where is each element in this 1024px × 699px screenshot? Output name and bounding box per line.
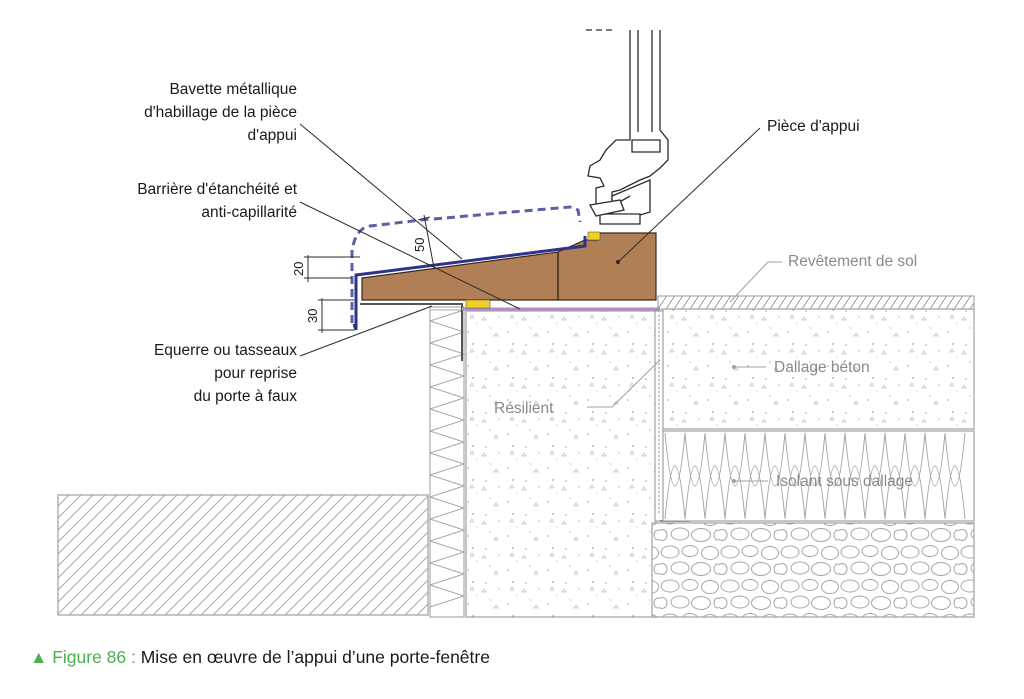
leader-resilient bbox=[587, 359, 661, 408]
left-ground bbox=[57, 494, 429, 616]
gravel-bed bbox=[651, 522, 975, 618]
wall-insulation bbox=[428, 306, 466, 618]
label-barriere: Barrière d'étanchéité et anti-capillarit… bbox=[137, 181, 297, 221]
label-resilient: Résilient bbox=[494, 400, 554, 417]
label-bavette: Bavette métallique d'habillage de la piè… bbox=[144, 81, 297, 144]
dim-30: 30 bbox=[305, 309, 320, 323]
leader-equerre bbox=[299, 305, 433, 357]
caption-title: Mise en œuvre de l’appui d’une porte-fen… bbox=[140, 647, 490, 667]
svg-text:Bavette métallique: Bavette métallique bbox=[169, 81, 297, 98]
dimension-lines bbox=[304, 214, 435, 333]
svg-text:d'habillage de la pièce: d'habillage de la pièce bbox=[144, 104, 297, 121]
concrete-block bbox=[465, 310, 657, 618]
window-frame bbox=[587, 30, 669, 225]
under-slab-insulation bbox=[662, 430, 975, 522]
svg-text:Equerre ou tasseaux: Equerre ou tasseaux bbox=[154, 342, 297, 359]
concrete-slab bbox=[662, 308, 975, 430]
label-isolant: Isolant sous dallage bbox=[776, 473, 913, 490]
caption-number: Figure 86 : bbox=[52, 647, 136, 667]
leader-bavette bbox=[299, 123, 463, 260]
support-bracket bbox=[360, 303, 463, 361]
leader-revetement bbox=[729, 261, 782, 303]
label-piece-appui: Pièce d'appui bbox=[767, 118, 860, 135]
svg-text:pour reprise: pour reprise bbox=[214, 365, 297, 382]
seal-gasket-top bbox=[587, 231, 601, 241]
metal-flashing bbox=[350, 205, 587, 331]
label-equerre: Equerre ou tasseaux pour reprise du port… bbox=[154, 342, 297, 405]
svg-text:Barrière d'étanchéité et: Barrière d'étanchéité et bbox=[137, 181, 297, 198]
label-revetement: Revêtement de sol bbox=[788, 253, 917, 270]
dim-50: 50 bbox=[412, 238, 427, 252]
svg-text:anti-capillarité: anti-capillarité bbox=[201, 204, 297, 221]
leader-barriere bbox=[299, 201, 521, 310]
seal-gasket-bottom bbox=[465, 299, 491, 309]
svg-text:du porte à faux: du porte à faux bbox=[194, 388, 298, 405]
wooden-sill bbox=[361, 232, 657, 301]
dim-20: 20 bbox=[291, 262, 306, 276]
svg-text:d'appui: d'appui bbox=[247, 127, 297, 144]
floor-covering bbox=[657, 295, 975, 310]
caption-triangle-icon: ▲ bbox=[30, 647, 48, 667]
leader-piece-appui bbox=[617, 127, 761, 263]
label-dallage: Dallage béton bbox=[774, 359, 870, 376]
figure-caption: ▲ Figure 86 : Mise en œuvre de l’appui d… bbox=[30, 647, 490, 668]
